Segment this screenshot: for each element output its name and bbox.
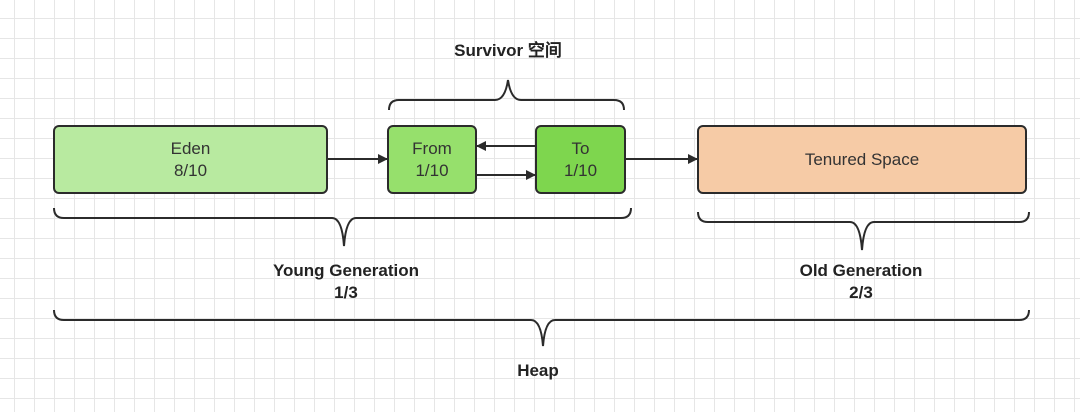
eden-fraction: 8/10 [173, 160, 208, 180]
heap-brace [53, 309, 1030, 347]
old-brace [697, 211, 1030, 251]
young-generation-fraction: 1/3 [334, 283, 358, 302]
to-name: To [571, 138, 590, 158]
tenured-box: Tenured Space [697, 125, 1027, 194]
heap-label: Heap [478, 360, 598, 382]
survivor-label: Survivor 空间 [408, 40, 608, 62]
from-fraction: 1/10 [415, 160, 449, 180]
young-brace [53, 207, 632, 247]
eden-box: Eden 8/10 [53, 125, 328, 194]
to-fraction: 1/10 [563, 160, 598, 180]
old-generation-label: Old Generation 2/3 [741, 260, 981, 304]
tenured-name: Tenured Space [804, 149, 920, 169]
young-generation-title: Young Generation [272, 261, 420, 280]
eden-name: Eden [170, 138, 211, 158]
to-box: To 1/10 [535, 125, 626, 194]
from-box: From 1/10 [387, 125, 477, 194]
survivor-label-text: Survivor 空间 [454, 41, 562, 60]
survivor-brace [388, 79, 625, 111]
old-generation-title: Old Generation [799, 261, 923, 280]
heap-label-text: Heap [517, 361, 559, 380]
young-generation-label: Young Generation 1/3 [226, 260, 466, 304]
from-name: From [412, 138, 452, 158]
old-generation-fraction: 2/3 [849, 283, 873, 302]
